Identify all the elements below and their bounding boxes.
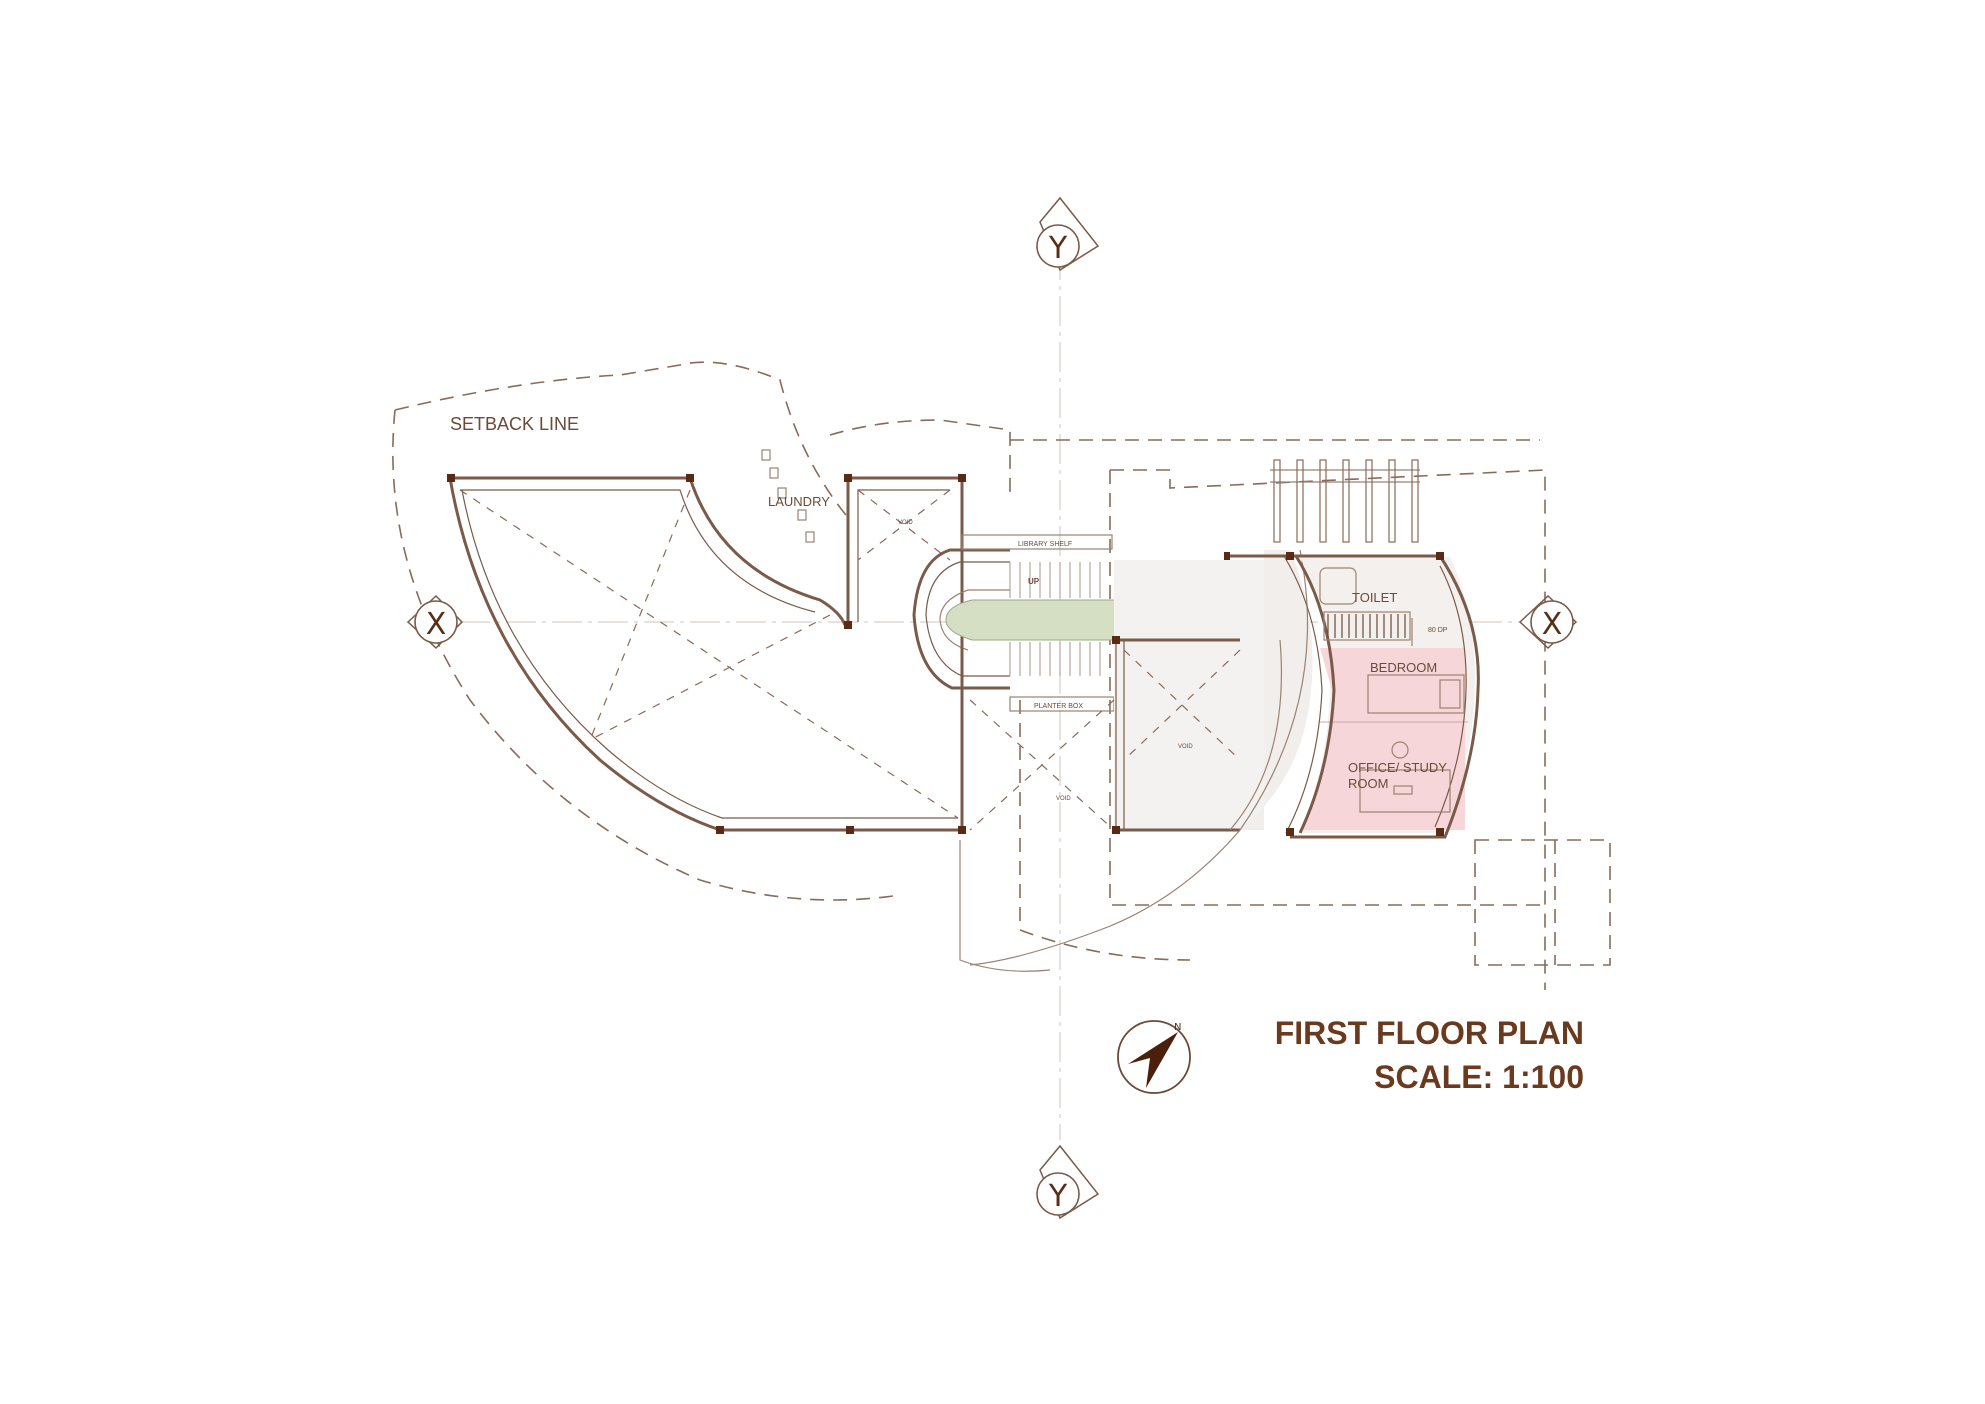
office-label-line1: OFFICE/ STUDY: [1348, 760, 1447, 775]
pergola-slat: [1342, 459, 1350, 543]
toilet-label: TOILET: [1352, 590, 1397, 605]
axis-marker-x-left: X: [406, 594, 464, 650]
svg-text:Y: Y: [1048, 1179, 1068, 1214]
dp-label: 80 DP: [1428, 627, 1448, 634]
pergola-slat: [1319, 459, 1327, 543]
setback-line-label: SETBACK LINE: [450, 414, 579, 434]
bedroom-label: BEDROOM: [1370, 660, 1437, 675]
void-area: [958, 549, 1313, 972]
svg-text:Y: Y: [1048, 231, 1068, 266]
pergola-slat: [1273, 459, 1281, 543]
svg-text:X: X: [426, 607, 447, 642]
drawing-scale: SCALE: 1:100: [1374, 1059, 1584, 1095]
pergola-slat: [1388, 459, 1396, 543]
title-block: FIRST FLOOR PLAN SCALE: 1:100: [1275, 1015, 1584, 1095]
axis-marker-y-bottom: Y: [1036, 1144, 1100, 1220]
axis-marker-y-top: Y: [1036, 196, 1100, 272]
pergola-slat: [1365, 459, 1373, 543]
void-label-1: VOID: [898, 520, 913, 526]
planter-box-label: PLANTER BOX: [1034, 703, 1083, 710]
axis-marker-x-right: X: [1518, 594, 1578, 650]
library-shelf-label: LIBRARY SHELF: [1018, 541, 1072, 548]
void-label-2: VOID: [1056, 796, 1071, 802]
office-label-line2: ROOM: [1348, 776, 1388, 791]
up-label: UP: [1028, 577, 1040, 586]
room-labels: SETBACK LINE LAUNDRY LIBRARY SHELF UP PL…: [450, 414, 1448, 802]
left-roof-block: [447, 474, 960, 834]
pergola-slat: [1411, 459, 1419, 543]
laundry-fixtures: [761, 449, 815, 543]
laundry-label: LAUNDRY: [768, 494, 830, 509]
svg-text:N: N: [1174, 1022, 1181, 1033]
pergola: [1270, 459, 1420, 543]
void-label-3: VOID: [1178, 744, 1193, 750]
north-arrow-icon: N: [1117, 1020, 1191, 1094]
drawing-title: FIRST FLOOR PLAN: [1275, 1015, 1584, 1051]
svg-text:X: X: [1542, 607, 1563, 642]
pergola-slat: [1296, 459, 1304, 543]
right-rooms-block: [1224, 552, 1480, 839]
